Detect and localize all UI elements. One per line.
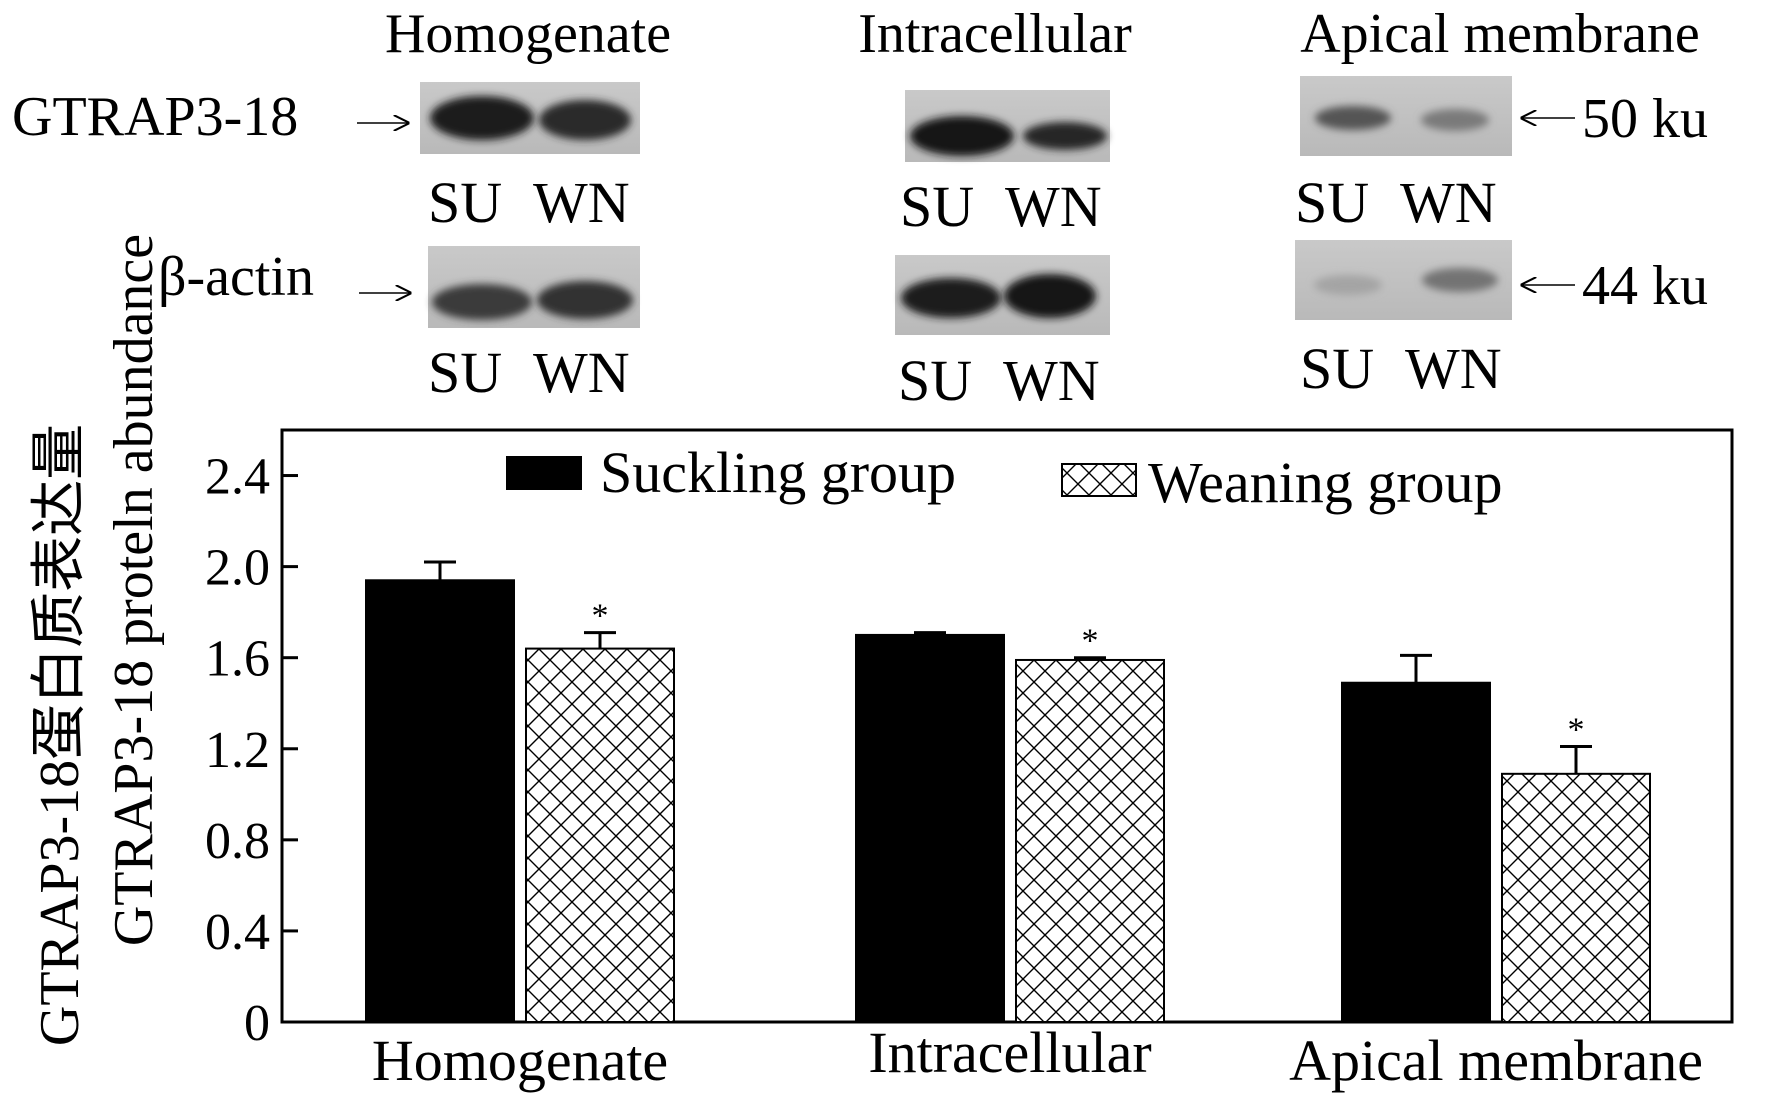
y-axis-title-line-1: GTRAP3-18蛋白质表达量 [29,424,91,1046]
legend: Suckling group Weaning group [506,440,1503,515]
y-tick-label: 1.2 [205,722,270,779]
blot-band [1422,268,1498,292]
y-tick-label: 0.4 [205,904,270,961]
blot-band [1023,122,1107,150]
significance-marker: * [1082,623,1099,660]
lane-label-wn: WN [1400,170,1497,235]
legend-swatch-suckling [506,456,582,490]
lane-label-wn: WN [1003,348,1100,413]
legend-label-suckling: Suckling group [600,440,956,505]
blot-band [539,100,631,140]
blot-band [1314,275,1382,295]
bars: * * * [365,560,1651,1024]
blot-band [430,96,534,140]
y-axis: 0 0.4 0.8 1.2 1.6 2.0 2.4 [205,449,298,1052]
lane-label-wn: WN [1005,174,1102,239]
mass-label-44: 44 ku [1582,255,1708,317]
lane-label-su: SU [898,348,972,413]
significance-marker: * [592,598,609,635]
blot-band [432,284,532,320]
lane-label-wn: WN [533,340,630,405]
blot-row-label-gtrap: GTRAP3-18 [12,86,298,148]
blot-title-homogenate: Homogenate [385,3,671,65]
lane-label-su: SU [428,340,502,405]
blot-title-intracellular: Intracellular [858,3,1132,65]
blot-title-apical-membrane: Apical membrane [1300,3,1700,65]
lane-label-wn: WN [533,170,630,235]
mass-label-50: 50 ku [1582,88,1708,150]
blot-band [1004,274,1096,318]
legend-swatch-weaning [1061,463,1137,497]
bar-suckling [365,579,515,1023]
blot-band [537,281,633,319]
blot-band [901,278,1001,318]
lane-label-wn: WN [1405,336,1502,401]
x-tick-label-apical-membrane: Apical membrane [1289,1028,1703,1093]
y-tick-label: 2.4 [205,449,270,506]
blot-row-label-actin: β-actin [158,246,314,308]
y-tick-label: 1.6 [205,631,270,688]
y-tick-label: 0 [244,995,270,1052]
x-tick-label-homogenate: Homogenate [372,1028,668,1093]
plot-frame [280,428,1734,1024]
bar-suckling [1341,681,1491,1023]
y-tick-label: 0.8 [205,813,270,870]
blot-band [910,116,1014,156]
bar-chart: GTRAP3-18蛋白质表达量 GTRAP3-18 proteln abunda… [29,234,1734,1093]
y-axis-title-line-2: GTRAP3-18 proteln abundance [103,234,165,946]
bar-suckling [855,633,1005,1024]
lane-label-su: SU [428,170,502,235]
legend-label-weaning: Weaning group [1148,450,1503,515]
bar-weaning [1501,772,1651,1023]
lane-label-su: SU [900,174,974,239]
y-tick-label: 2.0 [205,540,270,597]
lane-label-su: SU [1300,336,1374,401]
blot-band [1315,106,1391,130]
blot-band [1421,109,1489,131]
significance-marker: * [1568,711,1585,748]
x-tick-label-intracellular: Intracellular [868,1020,1151,1085]
bar-weaning [525,647,675,1023]
bar-weaning [1015,658,1165,1023]
western-blot-panel: Homogenate Intracellular Apical membrane… [12,3,1708,413]
lane-label-su: SU [1295,170,1369,235]
